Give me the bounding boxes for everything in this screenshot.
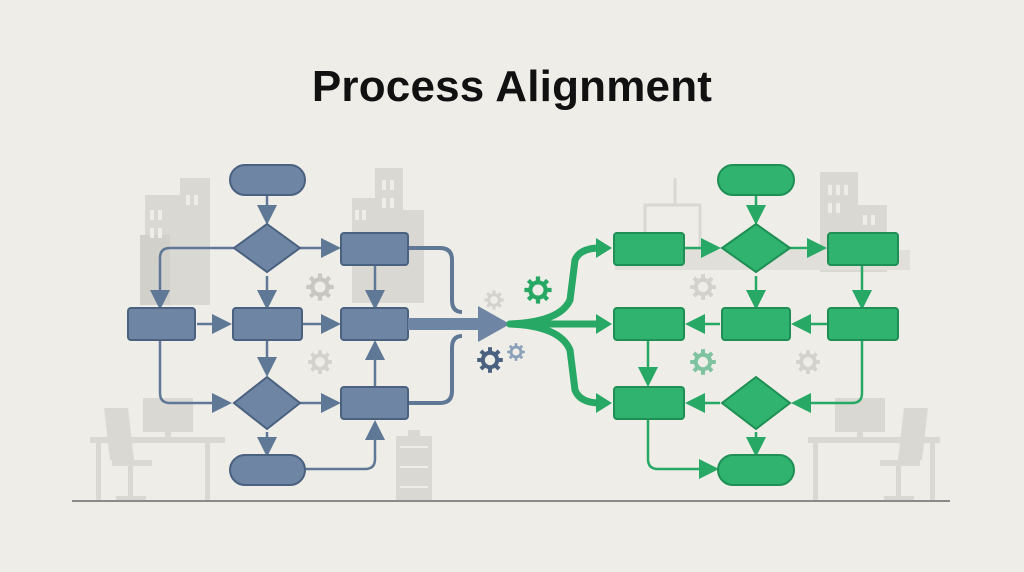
legacy-end-node bbox=[229, 454, 306, 486]
aligned-decision-node bbox=[720, 375, 792, 431]
aligned-process-node bbox=[613, 386, 685, 420]
legacy-process-node bbox=[340, 307, 409, 341]
desk-icon bbox=[808, 437, 940, 501]
legacy-process-node bbox=[340, 386, 409, 420]
aligned-process-node bbox=[613, 307, 685, 341]
legacy-connectors bbox=[150, 195, 463, 471]
page-title: Process Alignment bbox=[311, 62, 713, 111]
gear-icon bbox=[306, 273, 333, 300]
legacy-start-node bbox=[229, 164, 306, 196]
gear-icon bbox=[524, 276, 551, 303]
gear-icon bbox=[482, 288, 506, 312]
aligned-connectors bbox=[638, 195, 872, 479]
aligned-process-node bbox=[721, 307, 791, 341]
legacy-decision-node bbox=[232, 375, 302, 431]
aligned-decision-node bbox=[720, 222, 792, 274]
building-icon bbox=[140, 178, 210, 305]
legacy-process-node bbox=[232, 307, 303, 341]
alignment-merge bbox=[408, 238, 612, 413]
merge-arrow-legacy bbox=[408, 306, 510, 342]
gear-icon bbox=[505, 341, 527, 363]
legacy-decision-node bbox=[232, 222, 302, 274]
legacy-process-node bbox=[340, 232, 409, 266]
aligned-process-node bbox=[613, 232, 685, 266]
gear-icon bbox=[794, 348, 822, 376]
gear-icon bbox=[690, 274, 716, 300]
chair-icon bbox=[880, 408, 928, 500]
background-scenery bbox=[72, 168, 950, 502]
desk-icon bbox=[90, 437, 225, 501]
aligned-start-node bbox=[717, 164, 795, 196]
legacy-process-node bbox=[127, 307, 196, 341]
gear-icon bbox=[306, 348, 334, 376]
aligned-flowchart bbox=[613, 164, 899, 486]
aligned-process-node bbox=[827, 307, 899, 341]
chair-icon bbox=[104, 408, 152, 500]
aligned-end-node bbox=[717, 454, 795, 486]
gear-icon bbox=[690, 349, 716, 375]
gear-icon bbox=[477, 347, 503, 373]
aligned-process-node bbox=[827, 232, 899, 266]
